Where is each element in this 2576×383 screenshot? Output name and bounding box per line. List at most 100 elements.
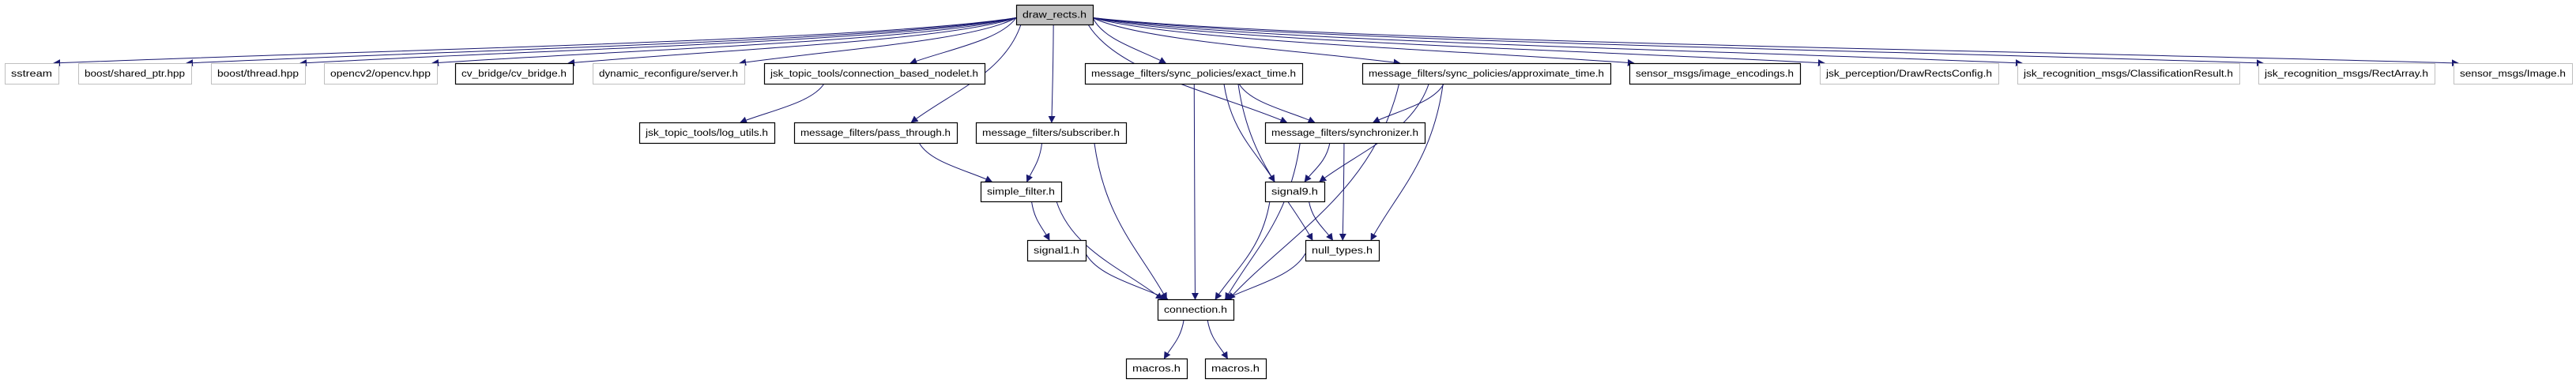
node-simple_filter[interactable]: simple_filter.h	[980, 181, 1063, 203]
node-label: jsk_recognition_msgs/ClassificationResul…	[2023, 69, 2233, 79]
edge-root-to-image	[1092, 17, 2459, 67]
node-box	[1820, 63, 1999, 84]
node-drawrects_cfg: jsk_perception/DrawRectsConfig.h	[1820, 63, 1999, 84]
edge-simple_filter-to-signal1	[1031, 201, 1050, 241]
node-label: message_filters/sync_policies/exact_time…	[1091, 69, 1296, 79]
node-macros1[interactable]: macros.h	[1125, 358, 1188, 380]
node-label: macros.h	[1132, 365, 1181, 374]
node-label: jsk_perception/DrawRectsConfig.h	[1825, 69, 1992, 79]
node-box	[593, 63, 745, 84]
node-box	[1084, 62, 1304, 85]
node-label: jsk_topic_tools/connection_based_nodelet…	[770, 69, 978, 79]
edge-root-to-rect_array	[1092, 17, 2264, 67]
node-label: message_filters/pass_through.h	[800, 129, 951, 138]
node-box	[2454, 63, 2573, 84]
node-root[interactable]: draw_rects.h	[1015, 4, 1094, 26]
node-null_types[interactable]: null_types.h	[1305, 239, 1380, 262]
node-box	[1264, 122, 1426, 145]
node-label: message_filters/subscriber.h	[982, 129, 1120, 138]
edge-root-to-approx_time	[1092, 17, 1401, 66]
edge-signal9-to-connection	[1215, 201, 1271, 300]
node-label: draw_rects.h	[1022, 11, 1087, 21]
node-label: connection.h	[1164, 306, 1227, 315]
node-box	[78, 63, 192, 84]
node-signal9[interactable]: signal9.h	[1264, 181, 1326, 203]
edge-root-to-drawrects_cfg	[1092, 17, 1825, 67]
node-box	[1204, 358, 1267, 380]
edge-approx_time-to-synchronizer	[1372, 83, 1444, 123]
node-box	[5, 63, 59, 84]
node-box	[793, 122, 958, 145]
node-box	[1157, 299, 1235, 321]
node-shared_ptr: boost/shared_ptr.hpp	[78, 63, 192, 84]
node-box	[975, 122, 1128, 145]
node-thread: boost/thread.hpp	[211, 63, 306, 84]
edge-exact_time-to-connection	[1191, 83, 1199, 300]
node-class_result: jsk_recognition_msgs/ClassificationResul…	[2017, 63, 2240, 84]
node-box	[454, 62, 574, 85]
node-box	[638, 122, 776, 145]
edge-subscriber-to-connection	[1094, 142, 1167, 300]
node-label: signal1.h	[1034, 246, 1079, 256]
node-label: jsk_recognition_msgs/RectArray.h	[2264, 69, 2428, 79]
node-box	[1125, 358, 1188, 380]
edge-root-to-sstream	[53, 17, 1017, 67]
edge-synchronizer-to-connection	[1225, 142, 1301, 300]
node-label: dynamic_reconfigure/server.h	[599, 69, 738, 79]
node-log_utils[interactable]: jsk_topic_tools/log_utils.h	[638, 122, 776, 145]
node-box	[2017, 63, 2240, 84]
node-label: sensor_msgs/image_encodings.h	[1636, 69, 1794, 79]
edge-exact_time-to-null_types	[1237, 83, 1313, 241]
edge-connection-to-macros1	[1163, 319, 1184, 359]
node-pass_through[interactable]: message_filters/pass_through.h	[793, 122, 958, 145]
node-label: sensor_msgs/Image.h	[2460, 69, 2566, 79]
node-box	[324, 63, 438, 84]
node-label: signal9.h	[1271, 188, 1318, 197]
node-exact_time[interactable]: message_filters/sync_policies/exact_time…	[1084, 62, 1304, 85]
node-approx_time[interactable]: message_filters/sync_policies/approximat…	[1361, 62, 1612, 85]
node-image_enc[interactable]: sensor_msgs/image_encodings.h	[1629, 62, 1802, 85]
node-label: simple_filter.h	[987, 188, 1055, 197]
node-label: opencv2/opencv.hpp	[330, 69, 431, 79]
node-label: jsk_topic_tools/log_utils.h	[645, 129, 768, 138]
node-dyn_server: dynamic_reconfigure/server.h	[593, 63, 745, 84]
node-rect_array: jsk_recognition_msgs/RectArray.h	[2258, 63, 2435, 84]
edge-root-to-shared_ptr	[186, 17, 1017, 67]
edge-approx_time-to-null_types	[1370, 83, 1444, 241]
edge-root-to-class_result	[1092, 17, 2023, 67]
node-subscriber[interactable]: message_filters/subscriber.h	[975, 122, 1128, 145]
node-opencv: opencv2/opencv.hpp	[324, 63, 438, 84]
node-label: message_filters/sync_policies/approximat…	[1369, 69, 1604, 79]
node-macros2[interactable]: macros.h	[1204, 358, 1267, 380]
node-connection[interactable]: connection.h	[1157, 299, 1235, 321]
node-box	[1264, 181, 1326, 203]
node-label: macros.h	[1211, 365, 1260, 374]
edges	[53, 17, 2459, 359]
node-signal1[interactable]: signal1.h	[1026, 239, 1087, 262]
edge-root-to-exact_time	[1092, 17, 1167, 64]
node-image: sensor_msgs/Image.h	[2454, 63, 2573, 84]
node-box	[980, 181, 1063, 203]
edge-connection-to-macros2	[1207, 319, 1228, 359]
node-label: boost/shared_ptr.hpp	[85, 69, 185, 79]
node-label: sstream	[11, 69, 52, 79]
edge-cbn-to-log_utils	[740, 83, 825, 124]
edge-synchronizer-to-null_types	[1339, 142, 1346, 241]
edge-synchronizer-to-signal9	[1304, 142, 1331, 182]
node-cv_bridge[interactable]: cv_bridge/cv_bridge.h	[454, 62, 574, 85]
edge-root-to-cv_bridge	[567, 17, 1017, 66]
edge-exact_time-to-synchronizer	[1238, 83, 1316, 123]
edge-null_types-to-connection	[1224, 253, 1306, 300]
node-synchronizer[interactable]: message_filters/synchronizer.h	[1264, 122, 1426, 145]
edge-simple_filter-to-connection	[1056, 201, 1163, 300]
edge-root-to-thread	[299, 17, 1017, 67]
edge-signal1-to-connection	[1085, 253, 1169, 300]
node-cbn[interactable]: jsk_topic_tools/connection_based_nodelet…	[763, 62, 986, 85]
node-box	[1629, 62, 1802, 85]
edge-subscriber-to-simple_filter	[1026, 142, 1043, 182]
edge-pass_through-to-simple_filter	[918, 142, 993, 182]
node-sstream: sstream	[5, 63, 59, 84]
node-box	[2258, 63, 2435, 84]
